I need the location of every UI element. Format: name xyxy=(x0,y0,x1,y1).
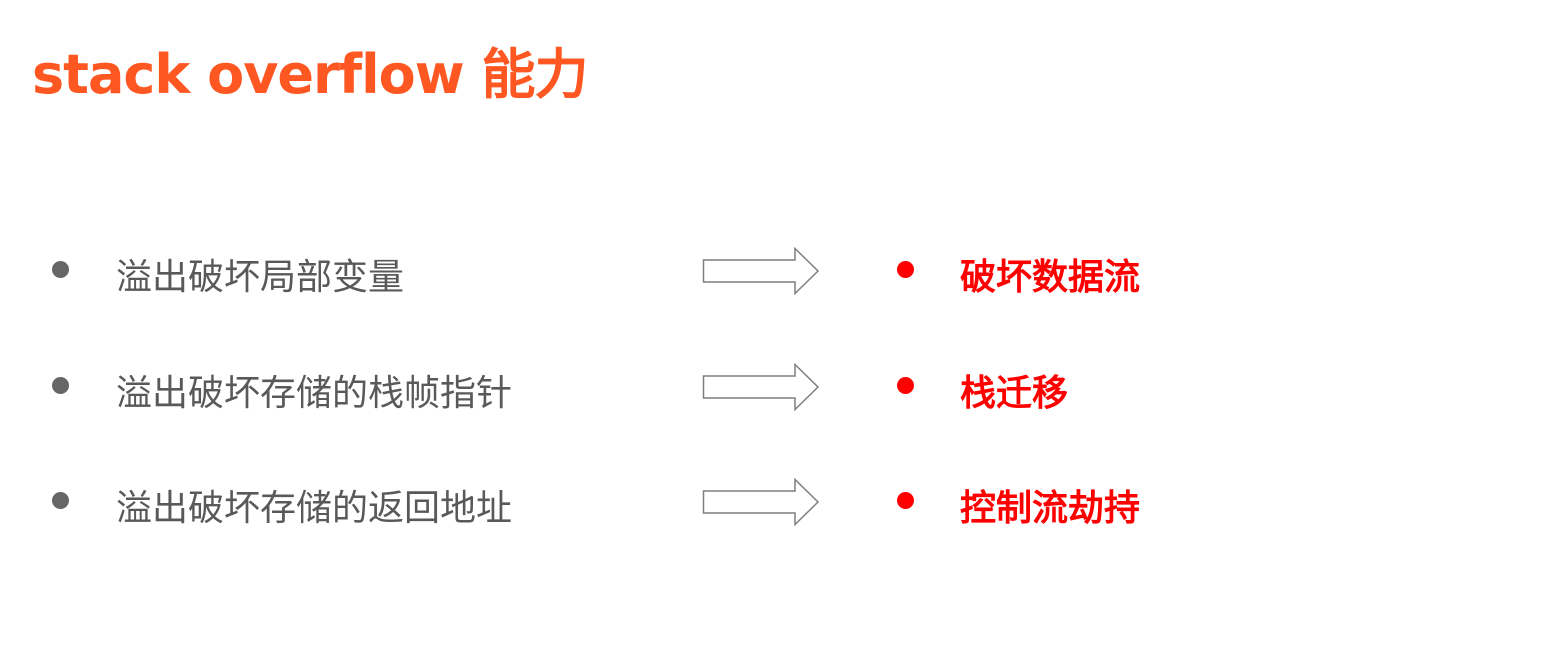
effect-text: 破坏数据流 xyxy=(960,257,1141,298)
right-arrow-icon xyxy=(702,247,820,295)
list-item: 溢出破坏局部变量 破坏数据流 xyxy=(0,245,1551,298)
effect-text: 控制流劫持 xyxy=(960,488,1141,529)
bullet-icon xyxy=(897,261,914,278)
list-item: 溢出破坏存储的栈帧指针 栈迁移 xyxy=(0,361,1551,414)
right-arrow-icon xyxy=(702,363,820,411)
slide-title: stack overflow 能力 xyxy=(32,43,588,106)
bullet-icon xyxy=(897,377,914,394)
right-arrow-icon xyxy=(702,478,820,526)
bullet-icon xyxy=(52,492,69,509)
bullet-icon xyxy=(52,377,69,394)
bullet-icon xyxy=(52,261,69,278)
cause-text: 溢出破坏存储的栈帧指针 xyxy=(116,373,513,414)
cause-text: 溢出破坏存储的返回地址 xyxy=(116,488,513,529)
list-item: 溢出破坏存储的返回地址 控制流劫持 xyxy=(0,476,1551,529)
bullet-icon xyxy=(897,492,914,509)
effect-text: 栈迁移 xyxy=(960,373,1069,414)
cause-text: 溢出破坏局部变量 xyxy=(116,257,405,298)
